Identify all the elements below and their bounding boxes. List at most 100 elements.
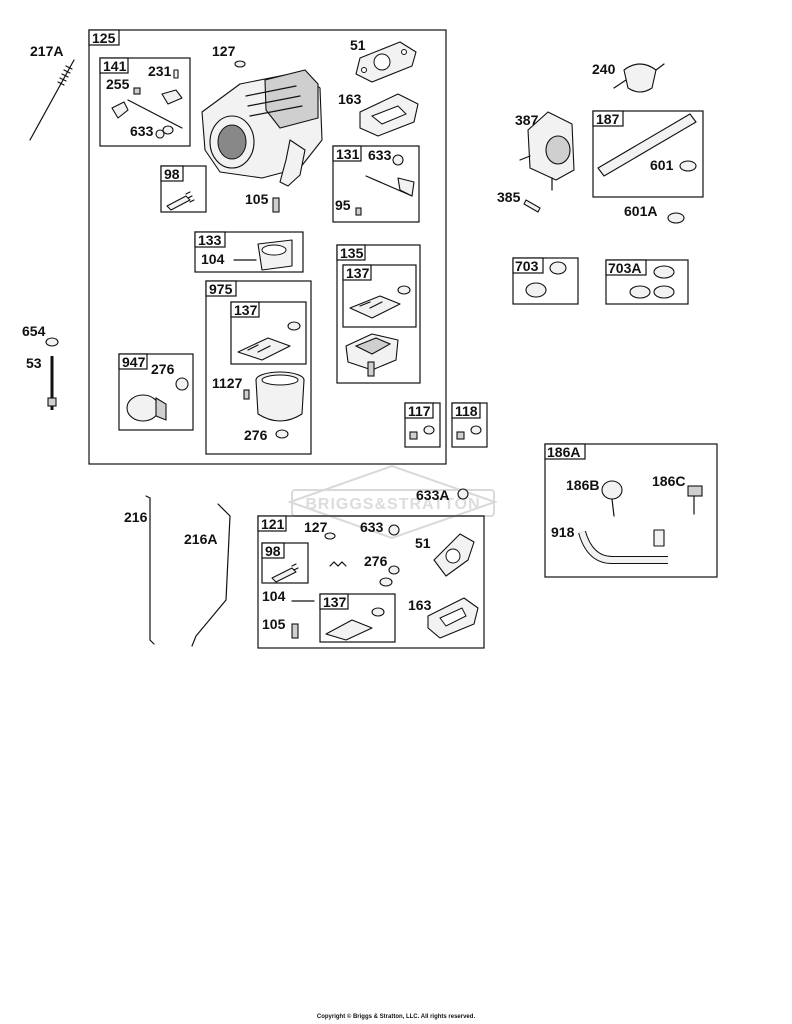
part-633A-label: 633A (416, 487, 449, 503)
group-131-label: 131 (336, 146, 360, 162)
copyright-notice: Copyright © Briggs & Stratton, LLC. All … (316, 1014, 476, 1020)
group-137b-box (230, 301, 307, 365)
part-918-label: 918 (551, 524, 575, 540)
bowl-gasket-kit-a (349, 285, 411, 319)
choke-shaft-assembly (111, 69, 183, 139)
float-bowl-assembly (345, 333, 399, 377)
group-135-box (336, 244, 421, 384)
part-231-label: 231 (148, 63, 172, 79)
part-276a-washer (275, 429, 289, 439)
part-53-label: 53 (26, 355, 42, 371)
part-186B-label: 186B (566, 477, 599, 493)
part-601-label: 601 (650, 157, 674, 173)
group-186A-box (544, 443, 718, 578)
part-186C-label: 186C (652, 473, 685, 489)
bowl-gasket-kit-c (325, 607, 385, 641)
part-276b-label: 276 (151, 361, 175, 377)
part-51b-label: 51 (415, 535, 431, 551)
group-703A-tag (605, 259, 647, 276)
part-51-gasket (355, 41, 417, 83)
group-186A-tag (544, 443, 586, 460)
group-133-box (194, 231, 304, 273)
group-137a-label: 137 (346, 265, 370, 281)
group-137b-tag (230, 301, 260, 318)
group-703-label: 703 (515, 258, 539, 274)
group-137b-label: 137 (234, 302, 258, 318)
carburetor-body (201, 69, 323, 187)
part-127b-label: 127 (304, 519, 328, 535)
group-121-tag (257, 515, 287, 532)
part-186B-valve (601, 480, 623, 517)
part-633A-seal (457, 488, 469, 500)
group-187-label: 187 (596, 111, 620, 127)
group-135-label: 135 (340, 245, 364, 261)
part-240-label: 240 (592, 61, 616, 77)
fuel-solenoid (126, 377, 189, 422)
part-51-label: 51 (350, 37, 366, 53)
jet-118 (456, 425, 482, 440)
part-51b-gasket (433, 533, 475, 577)
part-216-label: 216 (124, 509, 148, 525)
group-98b-box (261, 542, 309, 584)
part-163-gasket (359, 93, 419, 137)
group-186A-label: 186A (547, 444, 580, 460)
group-98b-tag (261, 542, 285, 559)
part-105b-screw (291, 623, 299, 639)
group-947-label: 947 (122, 354, 146, 370)
group-137c-tag (319, 593, 349, 610)
float-assembly (233, 239, 293, 271)
fuel-line-hose (597, 113, 697, 177)
group-98b-label: 98 (265, 543, 281, 559)
part-1127-label: 1127 (212, 375, 243, 391)
spring-icon (329, 561, 347, 567)
group-947-box (118, 353, 194, 431)
part-703-clamps (525, 261, 567, 298)
jet-117 (409, 425, 435, 440)
part-276c-label: 276 (364, 553, 388, 569)
group-121-box (257, 515, 485, 649)
group-135-tag (336, 244, 366, 261)
float-bowl (255, 371, 305, 422)
group-98-label: 98 (164, 166, 180, 182)
group-703A-label: 703A (608, 260, 641, 276)
part-216A-link (191, 503, 231, 647)
part-703A-clamps (629, 265, 675, 299)
part-601A-label: 601A (624, 203, 657, 219)
part-104-label: 104 (201, 251, 225, 267)
group-975-tag (205, 280, 237, 297)
part-186C-fitting (687, 485, 703, 515)
part-276a-label: 276 (244, 427, 268, 443)
part-105-screw (272, 197, 280, 213)
group-118-label: 118 (455, 403, 478, 419)
group-121-label: 121 (261, 516, 285, 532)
part-127-oring (234, 60, 246, 68)
part-1127-screw (243, 389, 250, 400)
part-216A-label: 216A (184, 531, 217, 547)
part-163b-label: 163 (408, 597, 432, 613)
part-601-clamp (679, 160, 697, 172)
part-127-label: 127 (212, 43, 236, 59)
part-104b-label: 104 (262, 588, 286, 604)
part-105b-label: 105 (262, 616, 286, 632)
throttle-shaft-assembly (355, 154, 415, 216)
group-131-box (332, 145, 420, 223)
part-163-label: 163 (338, 91, 362, 107)
part-255-label: 255 (106, 76, 130, 92)
watermark-text: BRIGGS&STRATTON (305, 496, 480, 513)
part-127b-oring (324, 532, 336, 540)
group-118-tag (451, 402, 481, 419)
group-125-tag (88, 29, 120, 46)
group-125-label: 125 (92, 30, 116, 46)
group-947-tag (118, 353, 148, 370)
part-387-label: 387 (515, 112, 539, 128)
group-137a-tag (342, 264, 372, 281)
group-98-tag (160, 165, 184, 182)
hose-connector (653, 529, 665, 547)
part-105-label: 105 (245, 191, 269, 207)
group-975-box (205, 280, 312, 455)
group-187-tag (592, 110, 624, 127)
group-137a-box (342, 264, 417, 328)
group-133-tag (194, 231, 226, 248)
idle-mixture-screw-b (271, 563, 299, 583)
